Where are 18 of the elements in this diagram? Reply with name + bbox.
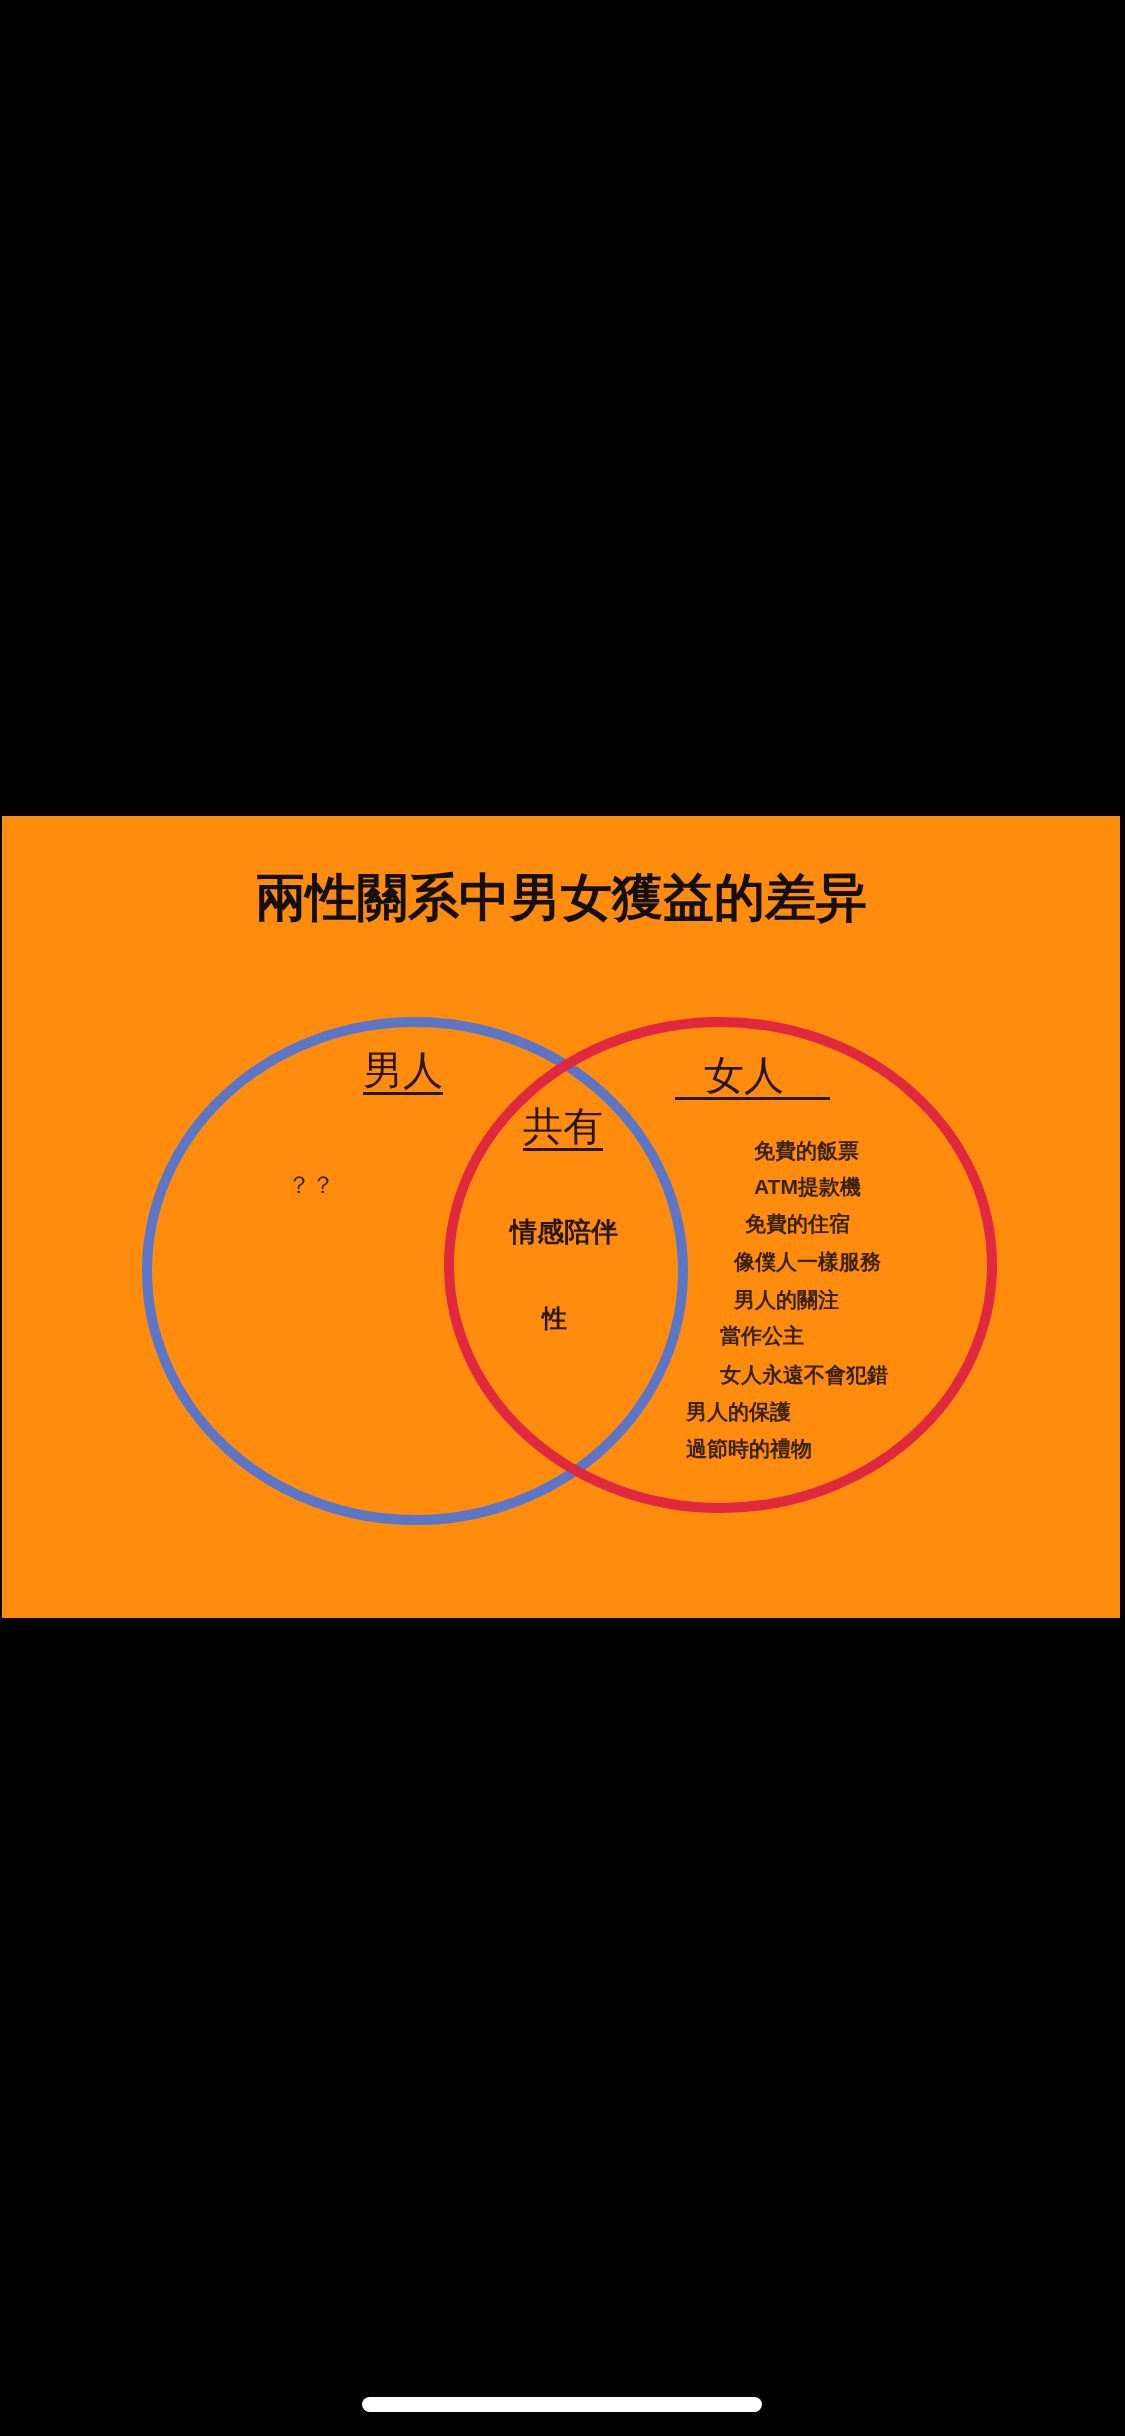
venn-circle xyxy=(444,1017,997,1513)
section-heading: 共有 xyxy=(523,1106,603,1151)
list-item: 像僕人一樣服務 xyxy=(734,1251,881,1272)
overlap-item: 情感陪伴 xyxy=(510,1219,618,1246)
circle-heading: 男人 xyxy=(363,1050,443,1095)
list-item: 免費的飯票 xyxy=(754,1140,859,1161)
slide-title: 兩性關系中男女獲益的差异 xyxy=(255,872,867,923)
list-item: 男人的保護 xyxy=(686,1401,791,1422)
circle-heading: 女人 xyxy=(675,1055,830,1100)
list-item: 當作公主 xyxy=(720,1325,804,1346)
list-item: 女人永遠不會犯錯 xyxy=(720,1364,888,1385)
home-indicator xyxy=(362,2397,762,2412)
question-marks: ？？ xyxy=(287,1173,335,1197)
list-item: 免費的住宿 xyxy=(745,1213,850,1234)
list-item: 過節時的禮物 xyxy=(686,1438,812,1459)
list-item: ATM提款機 xyxy=(754,1176,861,1197)
list-item: 男人的關注 xyxy=(734,1289,839,1310)
overlap-item: 性 xyxy=(542,1306,567,1331)
